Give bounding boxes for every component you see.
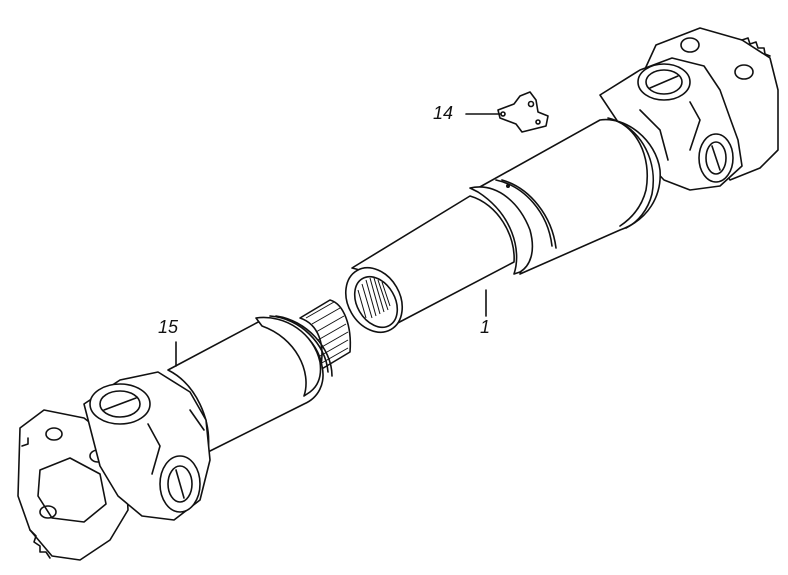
- outer-tube: [469, 117, 661, 275]
- splined-shaft: [299, 299, 352, 371]
- bracket-part: [497, 91, 549, 133]
- left-universal-joint: [17, 371, 211, 561]
- callout-label-14: 14: [433, 103, 454, 123]
- callout-label-15: 15: [158, 317, 179, 337]
- right-universal-joint: [599, 27, 779, 191]
- bearing-sleeve: [344, 267, 404, 333]
- leader-lines: [175, 113, 501, 367]
- callout-label-1: 1: [480, 317, 491, 337]
- left-shaft-tube: [167, 315, 333, 453]
